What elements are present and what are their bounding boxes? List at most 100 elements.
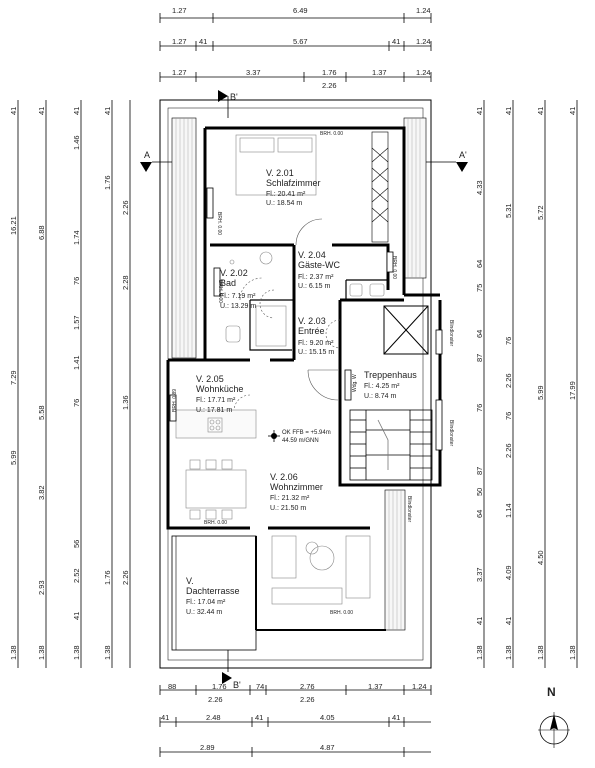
blind-1: Blindlonster	[448, 320, 454, 346]
dim-r2-b: 5.31	[504, 203, 513, 218]
room-perimeter-gaeste-wc: U.: 6.15 m	[298, 283, 330, 290]
dim-l1-a: 41	[9, 107, 18, 115]
dim-r1-b: 4.33	[475, 180, 484, 195]
room-perimeter-bad: U.: 13.29 m	[220, 303, 256, 310]
dim-r2-f: 2.26	[504, 443, 513, 458]
bedroom-window-column	[371, 131, 389, 243]
dim-r3-b: 5.72	[536, 205, 545, 220]
dim-b2-a: 41	[161, 713, 169, 722]
room-wohnkueche: V. 2.05 Wohnküche Fl.: 17.71 m² U.: 17.8…	[196, 374, 243, 414]
dim-b1-b: 1.76	[212, 682, 227, 691]
dim-r1-m: 1.38	[475, 645, 484, 660]
dim-l2-c: 5.58	[37, 405, 46, 420]
room-name-bad: Bad	[220, 278, 236, 288]
room-id-dachterrasse: V.	[186, 576, 194, 586]
window-markers	[169, 187, 443, 451]
room-area-schlafzimmer: Fl.: 20.41 m²	[266, 191, 306, 198]
dim-r2-h: 4.09	[504, 565, 513, 580]
room-id-2-05: V. 2.05	[196, 374, 224, 384]
dim-top2-b: 41	[199, 37, 207, 46]
dim-b1-sub-b: 2.26	[300, 695, 315, 704]
dim-r1-l: 41	[475, 617, 484, 625]
section-marker-b-top: B'	[218, 90, 238, 118]
dim-b1-d: 2.76	[300, 682, 315, 691]
dim-top2-d: 41	[392, 37, 400, 46]
dim-l3-i: 2.52	[72, 568, 81, 583]
room-area-treppenhaus: Fl.: 4.25 m²	[364, 383, 400, 390]
dim-b3-a: 2.89	[200, 743, 215, 752]
section-label-b-bottom: B'	[233, 680, 241, 690]
room-perimeter-wohnzimmer: U.: 21.50 m	[270, 505, 306, 512]
dim-r2-j: 1.38	[504, 645, 513, 660]
dim-r4-c: 1.38	[568, 645, 577, 660]
room-area-dachterrasse: Fl.: 17.04 m²	[186, 599, 226, 606]
dim-l2-d: 3.82	[37, 485, 46, 500]
dim-l2-e: 2.93	[37, 580, 46, 595]
interior-walls	[249, 279, 388, 351]
dim-b2-d: 4.05	[320, 713, 335, 722]
dim-b2-b: 2.48	[206, 713, 221, 722]
room-name-gaeste-wc: Gäste-WC	[298, 260, 341, 270]
living-furniture	[271, 535, 371, 605]
dim-l3-d: 76	[72, 277, 81, 285]
brh-kitchen: BRH. 0.00	[204, 520, 227, 526]
room-perimeter-dachterrasse: U.: 32.44 m	[186, 609, 222, 616]
dim-l3-h: 56	[72, 540, 81, 548]
dim-l3-a: 41	[72, 107, 81, 115]
dim-l3-b: 1.46	[72, 135, 81, 150]
dim-top3-sub: 2.26	[322, 81, 337, 90]
room-gaeste-wc: V. 2.04 Gäste-WC Fl.: 2.37 m² U.: 6.15 m	[298, 250, 341, 290]
dim-r3-c: 5.99	[536, 385, 545, 400]
kitchen-counter	[175, 409, 257, 439]
staircase	[349, 409, 433, 481]
dim-l3-e: 1.57	[72, 315, 81, 330]
dimension-left	[17, 100, 131, 668]
dim-l4-f: 1.76	[103, 570, 112, 585]
dim-b3-b: 4.87	[320, 743, 335, 752]
dim-top3-a: 1.27	[172, 68, 187, 77]
dim-r3-e: 1.38	[536, 645, 545, 660]
dim-r4-a: 41	[568, 107, 577, 115]
room-name-entree: Entrée	[298, 326, 325, 336]
small-annotations: BRH. 0.00 BRH. 0.00 BRH. 0.00 BRH. 0.89 …	[172, 131, 454, 616]
dim-r1-f: 87	[475, 354, 484, 362]
brh-side: BRH. 0.89	[172, 389, 178, 412]
room-treppenhaus: Treppenhaus Fl.: 4.25 m² U.: 8.74 m	[364, 370, 417, 400]
dim-b1-sub-a: 2.26	[208, 695, 223, 704]
north-arrow: N	[538, 685, 570, 748]
dim-l4-d: 1.36	[121, 395, 130, 410]
dim-r3-a: 41	[536, 107, 545, 115]
room-dachterrasse: V. Dachterrasse Fl.: 17.04 m² U.: 32.44 …	[186, 576, 240, 616]
dim-top1-a: 1.27	[172, 6, 187, 15]
room-schlafzimmer: V. 2.01 Schlafzimmer Fl.: 20.41 m² U.: 1…	[266, 168, 321, 207]
dim-b1-a: 88	[168, 682, 176, 691]
room-perimeter-entree: U.: 15.15 m	[298, 349, 334, 356]
room-bad: V. 2.02 Bad Fl.: 7.19 m² U.: 13.29 m	[220, 268, 256, 310]
dim-l3-c: 1.74	[72, 230, 81, 245]
north-label: N	[547, 685, 556, 699]
balcony-right	[384, 117, 427, 631]
dim-r2-a: 41	[504, 107, 513, 115]
dim-l1-b: 7.29	[9, 370, 18, 385]
north-arrow-icon	[550, 714, 558, 730]
dim-top2-c: 5.67	[293, 37, 308, 46]
dim-l1-e: 5.99	[9, 450, 18, 465]
dim-top3-d: 1.37	[372, 68, 387, 77]
brh-vert-1: BRH. 0.00	[216, 212, 222, 235]
section-label-b-top: B'	[230, 92, 238, 102]
dimension-right	[483, 100, 578, 668]
room-wohnzimmer: V. 2.06 Wohnzimmer Fl.: 21.32 m² U.: 21.…	[270, 472, 323, 512]
dim-r1-g: 76	[475, 404, 484, 412]
dim-b2-e: 41	[392, 713, 400, 722]
room-id-2-01: V. 2.01	[266, 168, 294, 178]
room-id-2-02: V. 2.02	[220, 268, 248, 278]
room-perimeter-treppenhaus: U.: 8.74 m	[364, 393, 396, 400]
dim-b1-e: 1.37	[368, 682, 383, 691]
room-area-wohnzimmer: Fl.: 21.32 m²	[270, 495, 310, 502]
dim-l4-h: 1.38	[103, 645, 112, 660]
section-label-a-left: A	[144, 150, 150, 160]
room-id-2-06: V. 2.06	[270, 472, 298, 482]
ffb-nn-label: 44.59 m/GNN	[282, 438, 319, 444]
room-name-dachterrasse: Dachterrasse	[186, 586, 240, 596]
room-entree: V. 2.03 Entrée Fl.: 9.20 m² U.: 15.15 m	[298, 316, 334, 356]
